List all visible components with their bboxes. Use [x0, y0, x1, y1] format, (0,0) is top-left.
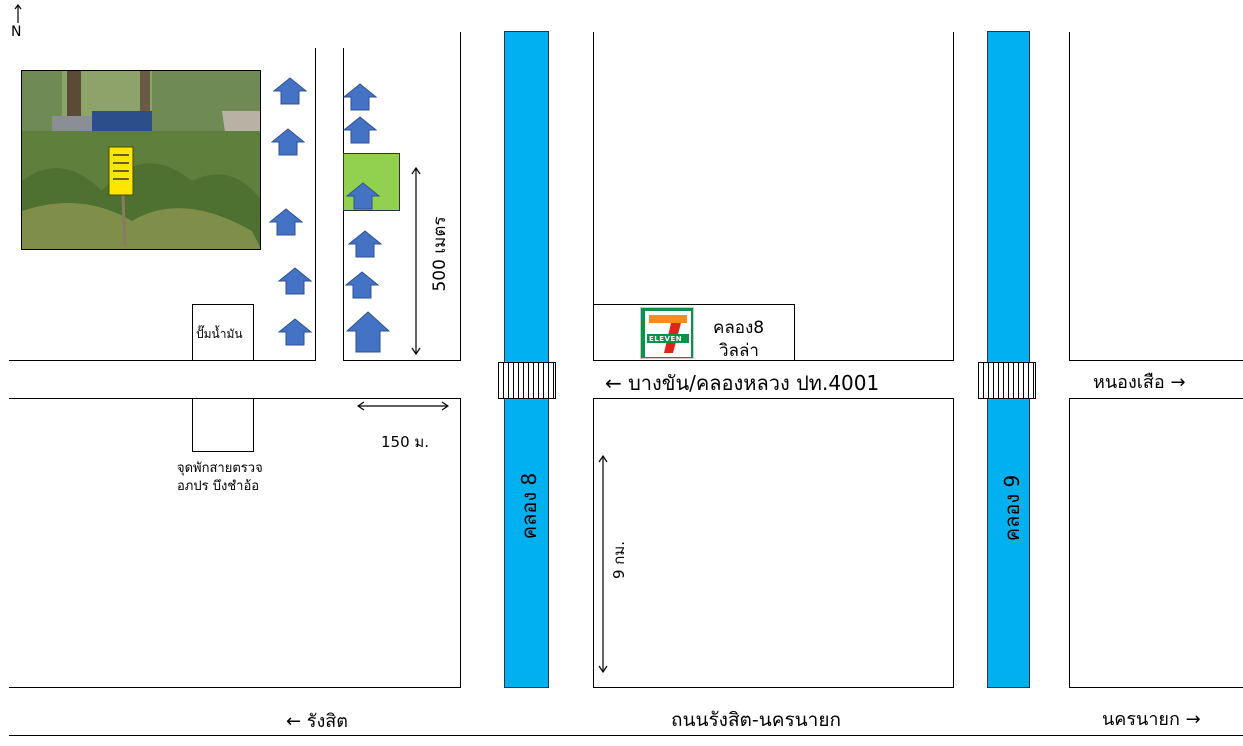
main-road-top-edge — [9, 687, 461, 688]
road-4001-top-edge — [1069, 360, 1243, 361]
house-icon — [346, 311, 390, 353]
distance-9km-arrow — [598, 455, 608, 673]
gas-station — [192, 304, 254, 361]
house-icon — [271, 128, 305, 156]
checkpoint-label-line1: จุดพักสายตรวจ — [177, 461, 263, 476]
block-line — [953, 398, 954, 688]
bridge-khlong-9 — [978, 362, 1036, 399]
block-line — [1069, 398, 1070, 688]
north-arrow-icon — [12, 4, 24, 24]
checkpoint — [192, 398, 254, 452]
seven-eleven-logo-text: ELEVEN — [649, 335, 683, 343]
house-icon — [278, 318, 312, 346]
block-line — [593, 32, 594, 361]
north-label: N — [11, 24, 22, 40]
main-road-top-edge — [593, 687, 954, 688]
nakhonnayok-label: นครนายก → — [1102, 709, 1201, 730]
road-4001-top-edge — [9, 360, 316, 361]
distance-500m-label: 500 เมตร — [430, 216, 450, 292]
block-line — [953, 32, 954, 361]
house-icon — [343, 83, 377, 111]
canal-khlong-8-label: คลอง 8 — [517, 472, 541, 540]
gas-station-label: ปั๊มน้ำมัน — [196, 327, 243, 341]
canal-khlong-9-label: คลอง 9 — [1000, 474, 1024, 542]
nongsuea-label: หนองเสือ → — [1093, 372, 1186, 393]
distance-500m-arrow — [411, 167, 421, 355]
block-line — [460, 32, 461, 361]
rangsit-label: ← รังสิต — [286, 711, 348, 732]
house-icon — [273, 77, 307, 105]
house-icon — [278, 267, 312, 295]
distance-150m-label: 150 ม. — [381, 433, 430, 451]
main-road-bottom-edge — [9, 735, 1243, 736]
house-icon — [348, 230, 382, 258]
distance-150m-arrow — [357, 401, 449, 411]
house-icon — [269, 208, 303, 236]
villa-label-line2: วิลล่า — [719, 341, 759, 361]
canal-khlong-9 — [987, 31, 1030, 688]
road-4001-bottom-edge — [593, 398, 954, 399]
seven-eleven-villa — [593, 304, 795, 361]
villa-label-line1: คลอง8 — [713, 318, 765, 338]
house-icon — [343, 116, 377, 144]
road-4001-label: ← บางขัน/คลองหลวง ปท.4001 — [605, 371, 880, 395]
house-icon — [345, 271, 379, 299]
road-4001-bottom-edge — [1069, 398, 1243, 399]
bridge-khlong-8 — [498, 362, 556, 399]
land-photo — [21, 70, 261, 250]
distance-9km-label: 9 กม. — [610, 540, 628, 580]
road-4001-top-edge — [343, 360, 461, 361]
soi-left-edge — [315, 48, 316, 361]
block-line — [593, 398, 594, 688]
seven-eleven-logo-icon: ELEVEN — [640, 307, 694, 359]
canal-khlong-8 — [504, 31, 549, 688]
main-road-label: ถนนรังสิต-นครนายก — [671, 709, 841, 731]
checkpoint-label-line2: อภปร บึงชำอ้อ — [177, 479, 260, 494]
block-line — [460, 398, 461, 688]
house-icon — [346, 182, 380, 210]
block-line — [1069, 32, 1070, 361]
main-road-top-edge — [1069, 687, 1243, 688]
